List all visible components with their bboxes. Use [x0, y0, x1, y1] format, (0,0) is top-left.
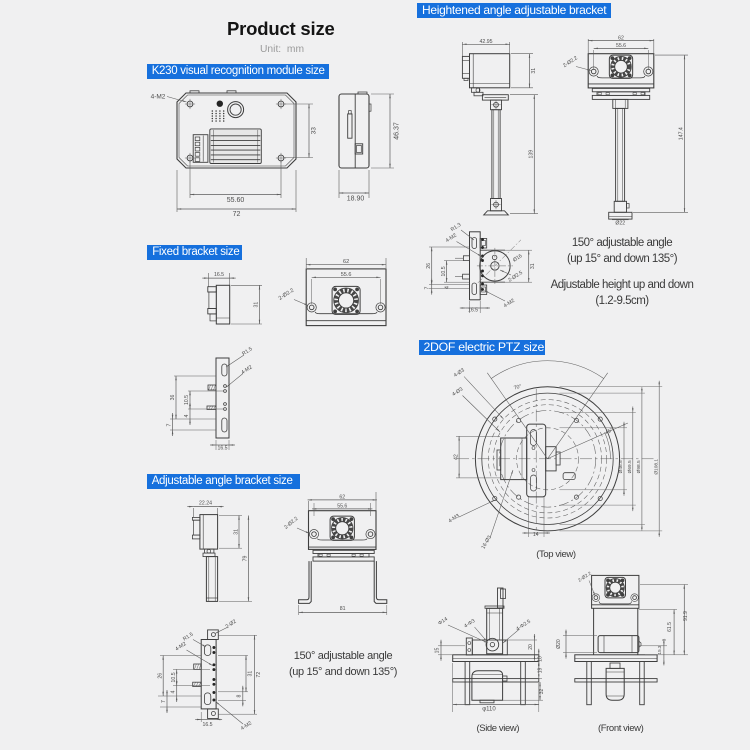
svg-text:33: 33: [311, 127, 318, 135]
svg-text:22.24: 22.24: [199, 500, 212, 506]
svg-text:32: 32: [539, 689, 545, 695]
svg-text:31: 31: [247, 671, 253, 677]
svg-text:36: 36: [170, 395, 176, 401]
svg-text:Ø20: Ø20: [556, 639, 562, 649]
svg-text:4-M2: 4-M2: [503, 298, 516, 310]
svg-text:19: 19: [538, 668, 544, 674]
svg-text:7: 7: [425, 286, 431, 289]
svg-text:15.3: 15.3: [657, 645, 662, 654]
svg-text:18.90: 18.90: [347, 196, 365, 203]
svg-text:62: 62: [343, 259, 349, 265]
svg-text:45°: 45°: [604, 427, 614, 436]
svg-text:4: 4: [171, 690, 177, 693]
svg-text:4-Φ3: 4-Φ3: [463, 618, 476, 629]
svg-text:10.5: 10.5: [171, 672, 177, 682]
svg-text:61.5: 61.5: [667, 622, 673, 632]
svg-text:15: 15: [435, 648, 441, 654]
svg-text:91.9: 91.9: [683, 611, 689, 621]
svg-text:20: 20: [528, 644, 534, 650]
svg-text:79: 79: [243, 555, 249, 561]
svg-text:46.37: 46.37: [394, 122, 401, 140]
svg-text:Ø108.1: Ø108.1: [653, 459, 659, 475]
svg-text:10.5: 10.5: [441, 266, 447, 276]
svg-text:4: 4: [184, 414, 190, 417]
svg-text:2-Ø2.2: 2-Ø2.2: [562, 55, 579, 69]
svg-text:16.5: 16.5: [202, 722, 212, 728]
svg-text:70°: 70°: [513, 384, 522, 392]
svg-text:147.4: 147.4: [679, 127, 685, 140]
svg-text:2-Ø2.2: 2-Ø2.2: [283, 516, 299, 531]
svg-text:7: 7: [166, 423, 172, 426]
svg-text:72: 72: [256, 672, 262, 678]
svg-text:72: 72: [233, 211, 241, 218]
svg-text:4: 4: [445, 286, 451, 289]
svg-text:10: 10: [538, 656, 544, 662]
svg-text:31: 31: [531, 68, 537, 74]
svg-text:4-M2: 4-M2: [240, 720, 253, 732]
svg-text:8: 8: [237, 694, 243, 697]
svg-text:139: 139: [529, 150, 535, 159]
svg-text:55.6: 55.6: [337, 504, 347, 510]
svg-text:4-M2: 4-M2: [174, 641, 187, 653]
svg-text:Φ14: Φ14: [437, 616, 449, 626]
svg-text:16.5: 16.5: [468, 308, 478, 314]
svg-text:Ø16: Ø16: [512, 253, 524, 263]
svg-text:26: 26: [426, 263, 432, 269]
svg-text:31: 31: [233, 529, 239, 535]
svg-text:55.6: 55.6: [341, 272, 352, 278]
svg-text:2-Ø2.5: 2-Ø2.5: [507, 270, 524, 284]
svg-text:26: 26: [157, 673, 163, 679]
svg-text:2-Ø2.2: 2-Ø2.2: [278, 288, 295, 302]
svg-text:R1.5: R1.5: [182, 632, 195, 643]
svg-text:2-Ø2.2: 2-Ø2.2: [577, 570, 593, 583]
svg-text:42.95: 42.95: [480, 39, 493, 45]
svg-text:16-Ø3: 16-Ø3: [481, 535, 493, 551]
svg-text:Ø69.5: Ø69.5: [627, 460, 633, 473]
svg-text:3: 3: [662, 638, 667, 641]
svg-text:2-Ø2: 2-Ø2: [225, 619, 238, 630]
svg-text:31: 31: [530, 263, 536, 269]
svg-text:4-Ø3: 4-Ø3: [453, 367, 466, 378]
svg-text:62: 62: [339, 495, 345, 501]
svg-text:φ110: φ110: [482, 707, 496, 713]
svg-text:14: 14: [533, 532, 539, 538]
svg-text:10.5: 10.5: [184, 395, 190, 405]
svg-text:31: 31: [254, 302, 260, 308]
svg-text:R1.3: R1.3: [450, 222, 463, 233]
svg-text:Ø22: Ø22: [615, 221, 625, 227]
svg-text:Ø98.5: Ø98.5: [636, 460, 642, 473]
svg-text:81: 81: [340, 606, 346, 612]
svg-text:R1.5: R1.5: [241, 346, 254, 357]
svg-text:4-Ø3: 4-Ø3: [451, 386, 464, 397]
svg-text:55.60: 55.60: [227, 197, 245, 204]
svg-text:16.5: 16.5: [217, 446, 227, 452]
svg-text:7: 7: [161, 700, 167, 703]
svg-text:55.6: 55.6: [616, 43, 626, 49]
svg-text:Ø46.5: Ø46.5: [618, 460, 624, 473]
svg-text:4-M2: 4-M2: [240, 364, 253, 376]
svg-text:42: 42: [453, 454, 459, 460]
svg-text:62: 62: [618, 35, 624, 41]
svg-text:4-M2: 4-M2: [151, 94, 166, 101]
svg-text:16.5: 16.5: [214, 272, 224, 278]
svg-text:4-M3: 4-M3: [448, 513, 461, 525]
svg-text:4-M2: 4-M2: [445, 233, 458, 245]
